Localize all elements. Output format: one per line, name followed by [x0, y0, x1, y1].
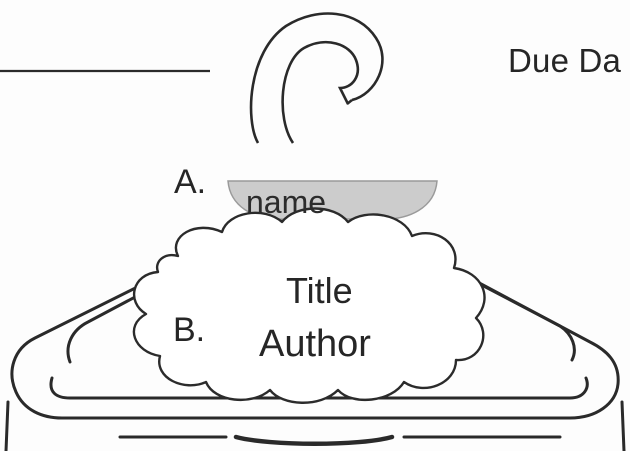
hanger-frame-icon [4, 195, 626, 451]
marker-b: B. [173, 311, 206, 349]
collar-name-text: name [246, 184, 327, 220]
due-date-label: Due Da [508, 42, 622, 79]
marker-a: A. [174, 163, 207, 201]
cloud-title-text: Title [286, 270, 353, 311]
cloud-shape-icon [132, 207, 486, 404]
cloud-author-text: Author [259, 323, 371, 365]
hanger-hook-icon [249, 12, 384, 144]
